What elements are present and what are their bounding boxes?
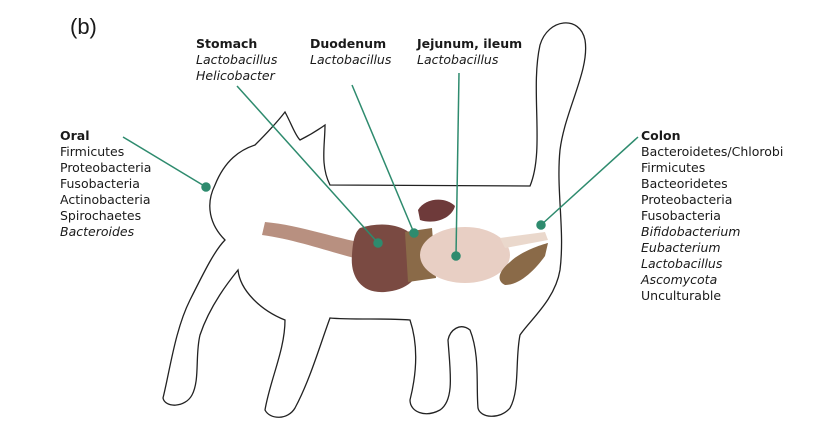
oral-pointer bbox=[122, 136, 207, 188]
oral-taxon: Bacteroides bbox=[60, 224, 135, 239]
duodenum-pointer bbox=[351, 84, 415, 234]
jejunum-pointer bbox=[455, 72, 460, 257]
colon-taxon: Firmicutes bbox=[641, 160, 706, 175]
jejunum-dot bbox=[451, 251, 461, 261]
stomach-pointer bbox=[236, 85, 379, 244]
colon-title: Colon bbox=[641, 128, 681, 143]
colon-taxon: Bacteroidetes/Chlorobi bbox=[641, 144, 784, 159]
stomach-organ bbox=[351, 224, 421, 293]
panel-label: (b) bbox=[70, 14, 97, 39]
colon-organ bbox=[499, 243, 548, 285]
oral-taxon: Fusobacteria bbox=[60, 176, 140, 191]
liver-organ bbox=[418, 199, 455, 222]
rectum bbox=[500, 232, 548, 248]
colon-taxon: Proteobacteria bbox=[641, 192, 733, 207]
stomach-taxon: Helicobacter bbox=[196, 68, 275, 83]
colon-taxon: Bacteoridetes bbox=[641, 176, 728, 191]
colon-dot bbox=[536, 220, 546, 230]
stomach-title: Stomach bbox=[196, 36, 258, 51]
intestines-organ bbox=[420, 227, 510, 283]
duodenum-title: Duodenum bbox=[310, 36, 387, 51]
oral-taxon: Proteobacteria bbox=[60, 160, 152, 175]
oral-taxon: Firmicutes bbox=[60, 144, 125, 159]
stomach-dot bbox=[373, 238, 383, 248]
colon-taxon: Bifidobacterium bbox=[641, 224, 741, 239]
duodenum-dot bbox=[409, 228, 419, 238]
oral-taxon: Actinobacteria bbox=[60, 192, 151, 207]
colon-taxon: Unculturable bbox=[641, 288, 722, 303]
colon-taxon: Ascomycota bbox=[641, 272, 718, 287]
jejunum-title: Jejunum, ileum bbox=[417, 36, 523, 51]
oral-taxon: Spirochaetes bbox=[60, 208, 142, 223]
oral-title: Oral bbox=[60, 128, 90, 143]
esophagus bbox=[262, 222, 375, 262]
duodenum-taxon: Lactobacillus bbox=[310, 52, 392, 67]
colon-taxon: Eubacterium bbox=[641, 240, 721, 255]
cat-outline bbox=[162, 22, 587, 418]
colon-taxon: Fusobacteria bbox=[641, 208, 721, 223]
stomach-taxon: Lactobacillus bbox=[196, 52, 278, 67]
jejunum-taxon: Lactobacillus bbox=[417, 52, 499, 67]
oral-dot bbox=[201, 182, 211, 192]
colon-pointer bbox=[540, 136, 639, 226]
colon-taxon: Lactobacillus bbox=[641, 256, 723, 271]
